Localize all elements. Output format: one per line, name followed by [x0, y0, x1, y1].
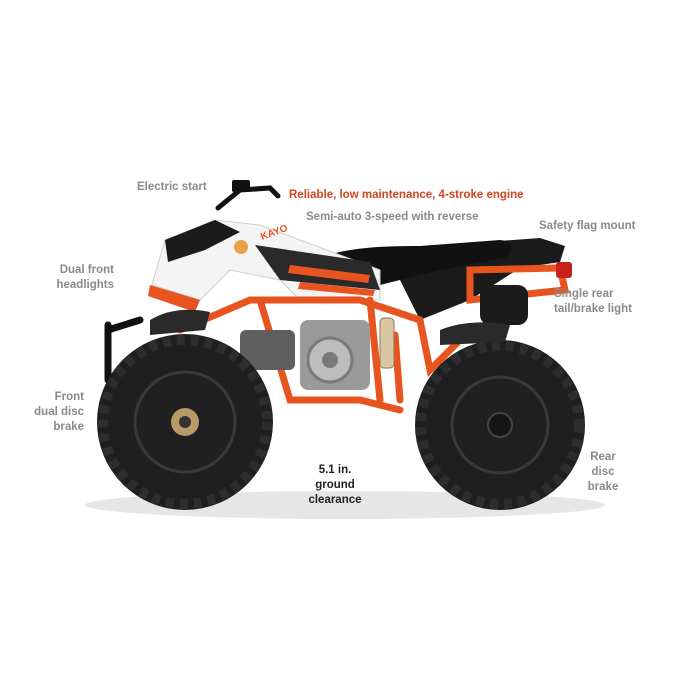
callout-electric-start: Electric start: [137, 181, 207, 193]
callout-ground-clearance: 5.1 in. ground clearance: [308, 464, 362, 506]
rear-wheel: [415, 340, 585, 510]
callout-rear-brake: Rear disc brake: [587, 451, 619, 493]
callout-tail-light: Single rear tail/brake light: [554, 288, 632, 315]
callout-engine: Reliable, low maintenance, 4-stroke engi…: [289, 189, 524, 201]
headlight-icon: [234, 240, 248, 254]
callout-flag-mount: Safety flag mount: [539, 220, 636, 232]
callout-front-brake: Front dual disc brake: [34, 391, 84, 433]
callout-headlights: Dual front headlights: [56, 264, 114, 291]
front-wheel: [97, 334, 273, 510]
tail-light-icon: [556, 262, 572, 278]
callout-transmission: Semi-auto 3-speed with reverse: [306, 211, 479, 223]
engine: [240, 320, 370, 390]
handlebar-control-icon: [232, 180, 250, 192]
